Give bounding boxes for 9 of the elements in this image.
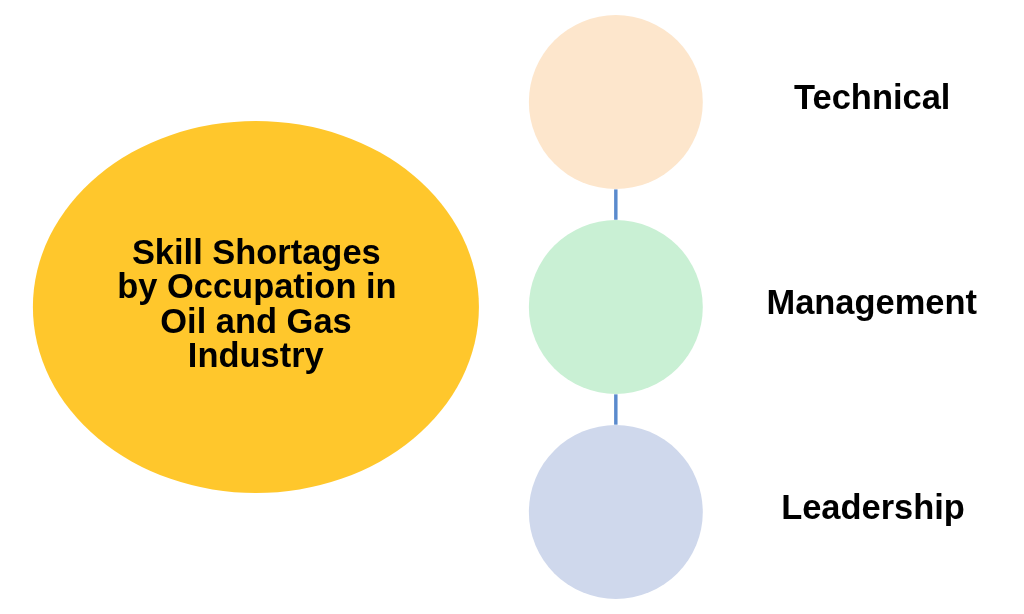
connector [613,394,618,425]
node-label: Management [766,282,977,321]
node-label: Leadership [780,487,965,526]
node-circle [528,220,703,394]
node-ellipse: Skill Shortages by Occupation in Oil and Gas Industry [32,121,479,493]
node-label: Technical [793,77,950,116]
node-circle [528,15,703,190]
node-circle [528,424,703,599]
connector [613,189,618,220]
